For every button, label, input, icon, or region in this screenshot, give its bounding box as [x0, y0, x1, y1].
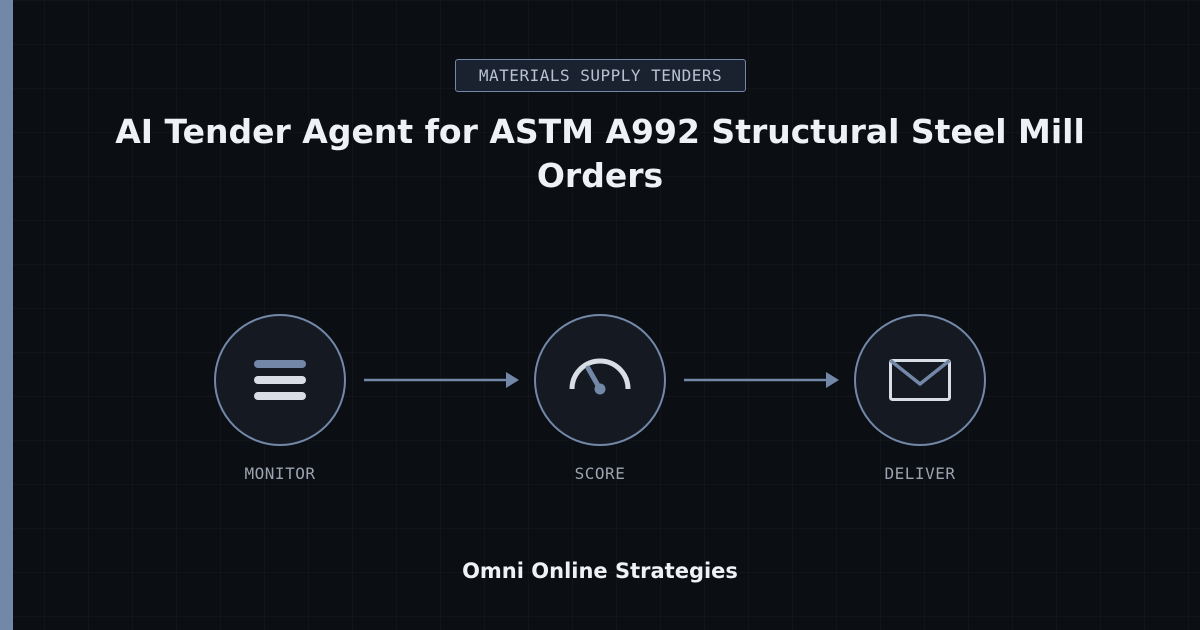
company-name: Omni Online Strategies	[462, 559, 738, 583]
step-label-monitor: MONITOR	[244, 464, 316, 483]
step-monitor	[214, 314, 346, 446]
flow-arrow-2	[684, 372, 839, 388]
category-tag: MATERIALS SUPPLY TENDERS	[455, 59, 746, 92]
list-icon	[254, 360, 306, 400]
step-label-score: SCORE	[574, 464, 626, 483]
page-title: AI Tender Agent for ASTM A992 Structural…	[115, 112, 1085, 195]
envelope-icon	[889, 359, 951, 401]
step-label-deliver: DELIVER	[884, 464, 956, 483]
left-accent-bar	[0, 0, 13, 630]
step-deliver	[854, 314, 986, 446]
step-score	[534, 314, 666, 446]
flow-arrow-1	[364, 372, 519, 388]
gauge-icon	[569, 358, 631, 395]
